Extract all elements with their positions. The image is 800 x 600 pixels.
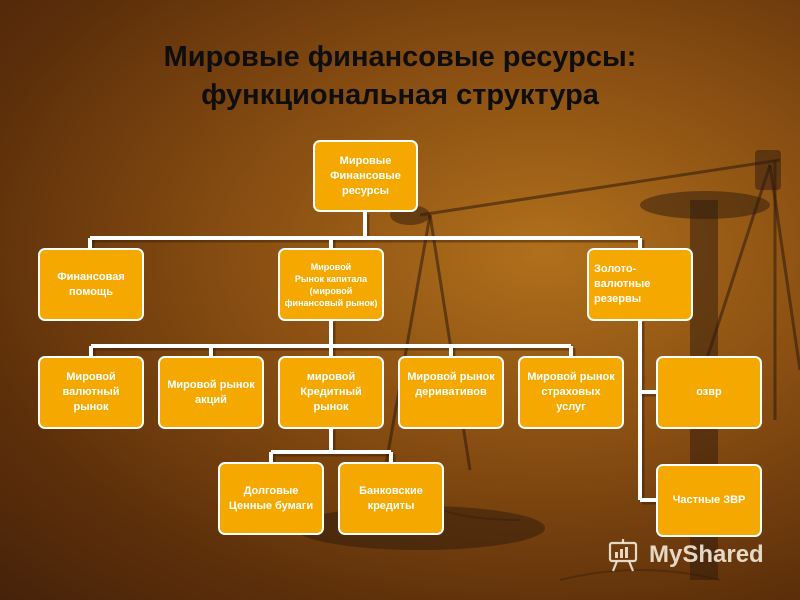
title-line-1: Мировые финансовые ресурсы:	[163, 41, 637, 73]
node-label: Частные ЗВР	[672, 494, 746, 506]
slide-title: Мировые финансовые ресурсы: функциональн…	[0, 38, 800, 114]
node-currency-market: Мировой валютный рынок	[38, 356, 144, 429]
node-label: мировой Кредитный рынок	[300, 371, 362, 413]
node-stock-market: Мировой рынок акций	[158, 356, 264, 429]
watermark-logo: MyShared	[607, 536, 764, 574]
node-label: Финансовая помощь	[57, 270, 125, 298]
watermark-brand: MyShared	[649, 541, 764, 568]
node-credit-market: мировой Кредитный рынок	[278, 356, 384, 429]
node-label: Мировые Финансовые ресурсы	[330, 154, 401, 197]
node-private-reserves: Частные ЗВР	[656, 464, 762, 537]
node-label: Мировой рынок акций	[167, 378, 255, 406]
node-derivatives-market: Мировой рынок деривативов	[398, 356, 504, 429]
node-label: Золото- валютные резервы	[594, 263, 651, 305]
node-insurance-market: Мировой рынок страховых услуг	[518, 356, 624, 429]
node-world-capital-market: Мировой Рынок капитала (мировой финансов…	[278, 248, 384, 321]
node-world-financial-resources: Мировые Финансовые ресурсы	[313, 140, 418, 212]
node-ozvr: озвр	[656, 356, 762, 429]
node-label: Мировой Рынок капитала (мировой финансов…	[284, 261, 378, 308]
node-debt-securities: Долговые Ценные бумаги	[218, 462, 324, 535]
node-label: озвр	[696, 386, 722, 398]
node-gold-currency-reserves: Золото- валютные резервы	[587, 248, 693, 321]
node-bank-loans: Банковские кредиты	[338, 462, 444, 535]
node-label: Мировой валютный рынок	[62, 371, 120, 413]
node-financial-aid: Финансовая помощь	[38, 248, 144, 321]
node-label: Мировой рынок деривативов	[407, 371, 495, 398]
node-label: Долговые Ценные бумаги	[228, 484, 314, 512]
presentation-board-icon	[608, 539, 638, 572]
title-line-2: функциональная структура	[201, 79, 599, 111]
node-label: Банковские кредиты	[359, 484, 423, 512]
node-label: Мировой рынок страховых услуг	[527, 371, 615, 413]
